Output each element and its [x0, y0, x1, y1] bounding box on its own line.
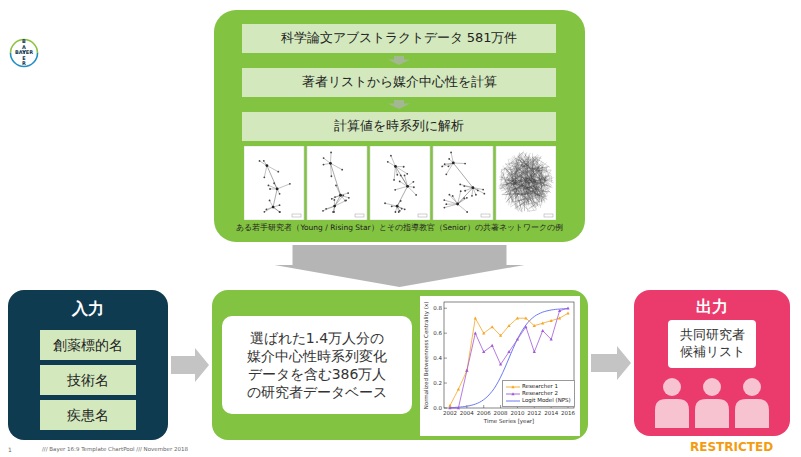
input-box: 疾患名	[40, 400, 136, 430]
input-panel: 入力創薬標的名技術名疾患名	[8, 290, 168, 440]
flow-arrow	[591, 346, 631, 380]
input-box: 技術名	[40, 365, 136, 395]
logo-text: BAYER	[22, 39, 27, 67]
input-box: 創薬標的名	[40, 330, 136, 360]
box-label: 創薬標的名	[53, 336, 123, 354]
box-label: 計算値を時系列に解析	[334, 118, 464, 135]
legend-sample	[506, 398, 520, 404]
output-box: 共同研究者 候補リスト	[668, 320, 756, 368]
axis-tick: 2016	[559, 410, 577, 417]
box-label: 技術名	[67, 371, 109, 389]
axis-tick: 2006	[475, 410, 493, 417]
panel-heading: 入力	[8, 299, 168, 319]
database-panel: 選ばれた1.4万人分の 媒介中心性時系列変化 データを含む386万人 の研究者デ…	[212, 290, 588, 440]
legend-text: Researcher 1	[522, 383, 558, 390]
people-icon	[652, 374, 772, 430]
restricted-mark: RESTRICTED	[690, 440, 773, 454]
legend-text: Researcher 2	[522, 390, 558, 397]
panel-heading: 出力	[634, 297, 790, 317]
box-label: 疾患名	[67, 406, 109, 424]
network-illustration	[244, 146, 556, 220]
flow-arrow	[388, 56, 410, 65]
box-label: 著者リストから媒介中心性を計算	[302, 74, 497, 91]
axis-tick: 2010	[508, 410, 526, 417]
footer-text: /// Bayer 16:9 Template ChartPool /// No…	[42, 446, 188, 453]
axis-tick: 2008	[492, 410, 510, 417]
legend-sample	[506, 384, 520, 390]
box-label: 選ばれた1.4万人分の 媒介中心性時系列変化 データを含む386万人 の研究者デ…	[242, 329, 392, 402]
step-box: 計算値を時系列に解析	[242, 112, 556, 141]
axis-tick: 2012	[525, 410, 543, 417]
legend-sample	[506, 391, 520, 397]
axis-tick: 2014	[542, 410, 560, 417]
page-number: 1	[8, 446, 12, 453]
legend-row: Logit Model (NPS)	[506, 397, 571, 404]
box-label: 科学論文アブストラクトデータ 581万件	[281, 30, 518, 47]
axis-title: Normalized Betweenness Centrality (x)	[423, 300, 430, 410]
box-label: 共同研究者 候補リスト	[676, 327, 748, 361]
legend-row: Researcher 1	[506, 383, 571, 390]
step-box: 著者リストから媒介中心性を計算	[242, 68, 556, 97]
flow-arrow	[388, 100, 410, 109]
step-box: 科学論文アブストラクトデータ 581万件	[242, 24, 556, 53]
database-box: 選ばれた1.4万人分の 媒介中心性時系列変化 データを含む386万人 の研究者デ…	[222, 316, 412, 414]
legend-text: Logit Model (NPS)	[522, 397, 571, 404]
legend-row: Researcher 2	[506, 390, 571, 397]
axis-title: Time Series [year]	[450, 418, 568, 425]
flow-arrow	[171, 348, 209, 382]
figure-caption: ある若手研究者（Young / Rising Star）とその指導教官（Seni…	[224, 223, 575, 232]
flow-arrow	[275, 245, 525, 287]
output-panel: 出力共同研究者 候補リスト	[634, 290, 790, 436]
axis-tick: 2004	[458, 410, 476, 417]
axis-tick: 2002	[441, 410, 459, 417]
legend-box: Researcher 1Researcher 2Logit Model (NPS…	[502, 380, 575, 407]
process-panel: ある若手研究者（Young / Rising Star）とその指導教官（Seni…	[214, 10, 585, 242]
